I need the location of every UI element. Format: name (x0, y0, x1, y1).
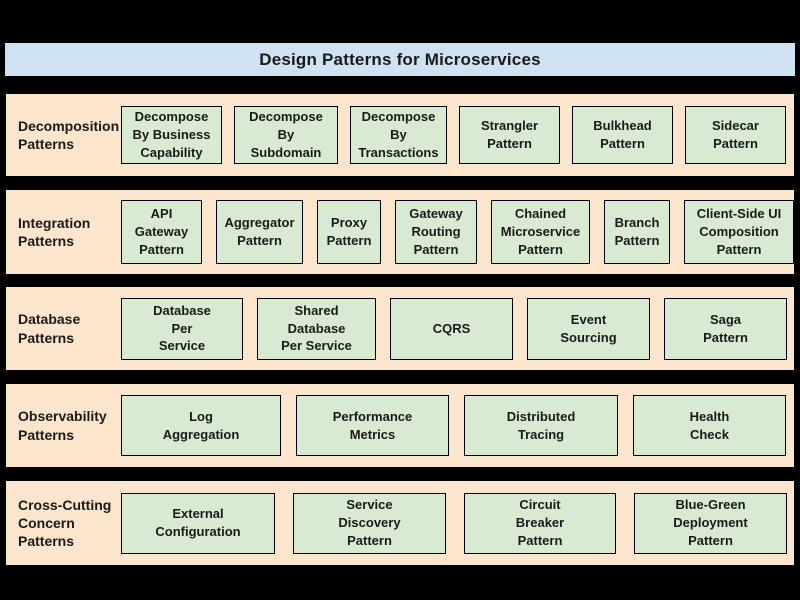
pattern-box: Event Sourcing (527, 297, 650, 360)
pattern-box-group: External Configuration Service Discovery … (121, 481, 794, 565)
pattern-box: CQRS (390, 297, 513, 360)
pattern-box: Shared Database Per Service (257, 297, 376, 360)
diagram-title: Design Patterns for Microservices (4, 42, 796, 77)
category-label: Observability Patterns (18, 408, 107, 443)
pattern-box: Decompose By Transactions (350, 106, 447, 164)
pattern-box: Decompose By Subdomain (234, 106, 338, 164)
pattern-box: Proxy Pattern (317, 200, 381, 264)
pattern-box: Circuit Breaker Pattern (464, 492, 616, 554)
category-label: Integration Patterns (18, 214, 91, 249)
pattern-box: Service Discovery Pattern (293, 492, 446, 554)
pattern-box: Log Aggregation (121, 395, 281, 456)
pattern-box: Chained Microservice Pattern (491, 200, 590, 264)
pattern-box: API Gateway Pattern (121, 200, 202, 264)
pattern-box: Blue-Green Deployment Pattern (634, 492, 787, 554)
pattern-box: Sidecar Pattern (685, 106, 786, 164)
pattern-box: Performance Metrics (296, 395, 449, 456)
pattern-box: External Configuration (121, 492, 275, 554)
pattern-box: Client-Side UI Composition Pattern (684, 200, 794, 264)
pattern-box: Aggregator Pattern (216, 200, 303, 264)
pattern-box: Saga Pattern (664, 297, 787, 360)
category-label: Decomposition Patterns (18, 117, 120, 152)
category-label: Database Patterns (18, 311, 81, 346)
pattern-box: Distributed Tracing (464, 395, 618, 456)
pattern-box: Gateway Routing Pattern (395, 200, 477, 264)
pattern-box: Branch Pattern (604, 200, 670, 264)
pattern-box: Health Check (633, 395, 786, 456)
category-label: Cross-Cutting Concern Patterns (18, 496, 112, 550)
pattern-box: Strangler Pattern (459, 106, 560, 164)
pattern-box: Database Per Service (121, 297, 243, 360)
pattern-box: Bulkhead Pattern (572, 106, 673, 164)
pattern-box: Decompose By Business Capability (121, 106, 222, 164)
